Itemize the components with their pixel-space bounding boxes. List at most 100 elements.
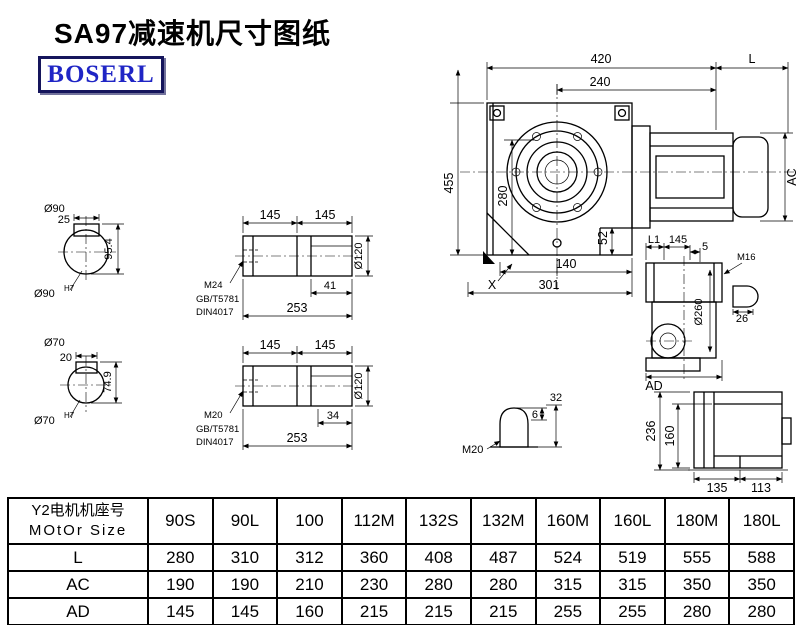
dim-145-side-label: 145	[669, 234, 687, 246]
fit-tol-70-label: H7	[64, 411, 75, 420]
table-cell: 190	[147, 570, 214, 599]
table-cell: 160	[276, 597, 343, 625]
table-row-AD: AD 145 145 160 215 215 215 255 255 280 2…	[7, 597, 795, 625]
page-title: SA97减速机尺寸图纸	[54, 18, 332, 49]
dim-L-label: L	[749, 52, 756, 66]
row-label-L: L	[7, 543, 149, 572]
table-cell: 315	[534, 570, 602, 599]
dim-L1-label: L1	[648, 234, 660, 246]
dim-145b-label-2: 145	[315, 338, 336, 352]
dim-AC-label: AC	[785, 168, 799, 185]
main-front-view-dimensions: 420 L 240 455 280 52 AC	[442, 52, 799, 297]
dim-145a-label: 145	[260, 208, 281, 222]
table-col-90S: 90S	[147, 497, 214, 545]
table-row-AC: AC 190 190 210 230 280 280 315 315 350 3…	[7, 570, 795, 599]
table-cell: 312	[276, 543, 343, 572]
table-col-160M: 160M	[534, 497, 602, 545]
table-col-100: 100	[276, 497, 343, 545]
dim-253-label-2: 253	[287, 431, 308, 445]
table-col-112M: 112M	[340, 497, 408, 545]
thread-m16-label: M16	[737, 252, 755, 263]
dim-5-label: 5	[702, 241, 708, 253]
motor-size-table: Y2电机机座号 MOtOr Size 90S 90L 100 112M 132S…	[7, 497, 795, 625]
table-cell: 555	[663, 543, 731, 572]
dim-113-label: 113	[751, 481, 771, 495]
thread-m24-label: M24	[204, 280, 222, 291]
table-cell: 280	[728, 597, 795, 625]
dim-145a-label-2: 145	[260, 338, 281, 352]
dim-420-label: 420	[591, 52, 612, 66]
std-din-label-1: DIN4017	[196, 307, 234, 318]
table-cell: 280	[147, 543, 214, 572]
plug-detail-view: M20 6 32	[462, 392, 562, 456]
table-cell: 408	[405, 543, 472, 572]
dim-160-label: 160	[663, 426, 677, 447]
table-cell: 215	[469, 597, 537, 625]
table-cell: 215	[340, 597, 408, 625]
table-col-160L: 160L	[599, 497, 666, 545]
table-cell: 519	[599, 543, 666, 572]
dim-236-label: 236	[644, 421, 658, 442]
table-header-motor-size: Y2电机机座号 MOtOr Size	[7, 497, 149, 545]
table-col-90L: 90L	[211, 497, 279, 545]
table-row-L: L 280 310 312 360 408 487 524 519 555 58…	[7, 543, 795, 572]
dim-6-label: 6	[532, 409, 538, 421]
table-col-180M: 180M	[663, 497, 731, 545]
dim-41-label: 41	[324, 280, 336, 292]
dim-25-label: 25	[58, 214, 70, 226]
table-cell: 215	[405, 597, 472, 625]
brand-logo-text: BOSERL	[47, 60, 155, 88]
table-header-en: MOtOr Size	[28, 522, 128, 539]
table-cell: 280	[405, 570, 472, 599]
fit-dia-70-label: Ø70	[34, 415, 55, 427]
dim-74-9-label: 74.9	[102, 371, 114, 392]
table-cell: 310	[211, 543, 279, 572]
table-cell: 524	[534, 543, 602, 572]
dim-301-label: 301	[539, 278, 560, 292]
fit-dia-90-label: Ø90	[34, 288, 55, 300]
table-cell: 210	[276, 570, 343, 599]
table-cell: 588	[728, 543, 795, 572]
table-header-row: Y2电机机座号 MOtOr Size 90S 90L 100 112M 132S…	[7, 497, 795, 545]
row-label-AC: AC	[7, 570, 149, 599]
row-label-AD: AD	[7, 597, 149, 625]
dia-70-label: Ø70	[44, 337, 65, 349]
table-cell: 280	[663, 597, 731, 625]
shaft-detail-1: 145 145 Ø120 M24 GB/T5781 DIN4017 41 253	[196, 208, 373, 320]
dim-20-label: 20	[60, 352, 72, 364]
dim-95-4-label: 95.4	[103, 238, 115, 259]
table-header-cn: Y2电机机座号	[31, 502, 125, 519]
std-gb-label-1: GB/T5781	[196, 294, 239, 305]
table-col-132S: 132S	[405, 497, 472, 545]
dim-dia260-label: Ø260	[693, 299, 705, 326]
dim-dia120-label-1: Ø120	[353, 243, 365, 270]
brand-logo: BOSERL	[38, 56, 164, 93]
table-cell: 255	[534, 597, 602, 625]
table-cell: 350	[663, 570, 731, 599]
dim-dia120-label-2: Ø120	[353, 373, 365, 400]
table-col-180L: 180L	[728, 497, 795, 545]
shaft-end-view-70: 20 Ø70 74.9 Ø70 H7	[34, 337, 122, 427]
mounting-side-view: 236 160 135 113	[644, 391, 792, 495]
dim-135-label: 135	[707, 481, 728, 495]
table-cell: 350	[728, 570, 795, 599]
thread-m20-label: M20	[204, 410, 222, 421]
thread-m20-plug-label: M20	[462, 444, 483, 456]
table-cell: 487	[469, 543, 537, 572]
table-col-132M: 132M	[469, 497, 537, 545]
dim-34-label: 34	[327, 410, 339, 422]
table-cell: 360	[340, 543, 408, 572]
shaft-detail-2: 145 145 Ø120 M20 GB/T5781 DIN4017 34 253	[196, 338, 373, 450]
gearbox-side-view: L1 145 5 M16 Ø260 26 AD	[645, 234, 759, 393]
table-cell: 145	[147, 597, 214, 625]
table-cell: 280	[469, 570, 537, 599]
dia-90-label: Ø90	[44, 203, 65, 215]
dim-140-label: 140	[556, 257, 577, 271]
dim-AD-label: AD	[645, 379, 662, 393]
dim-52-label: 52	[596, 231, 610, 245]
std-din-label-2: DIN4017	[196, 437, 234, 448]
technical-drawing: 420 L 240 455 280 52 AC	[34, 52, 799, 495]
dim-26-label: 26	[736, 313, 748, 325]
main-front-view	[460, 84, 795, 290]
